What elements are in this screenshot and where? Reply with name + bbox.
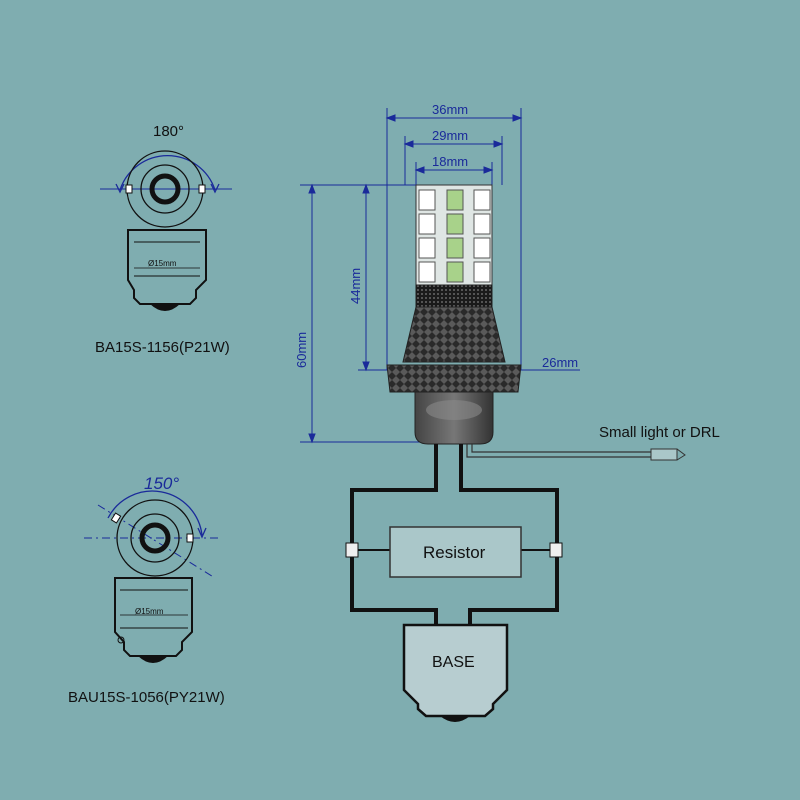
dim-36mm-label: 36mm xyxy=(432,102,468,117)
led-chip-grid xyxy=(418,189,491,283)
bulb-dimension-lines xyxy=(300,108,580,444)
ba15s-angle-label: 180° xyxy=(153,123,184,140)
dim-18mm-label: 18mm xyxy=(432,154,468,169)
bau15s-angle-label: 150° xyxy=(144,474,179,493)
base-label: BASE xyxy=(432,654,475,671)
bau15s-base-outline xyxy=(114,577,193,657)
led-bulb xyxy=(386,184,522,445)
dim-60mm-label: 60mm xyxy=(294,332,309,368)
bau15s-caption: BAU15S-1056(PY21W) xyxy=(68,689,225,706)
resistor-label: Resistor xyxy=(423,543,486,562)
ba15s-socket-drawing: 180° Ø15mm BA15S-1156(P21W) xyxy=(95,123,232,356)
dim-29mm-label: 29mm xyxy=(432,128,468,143)
drl-label: Small light or DRL xyxy=(599,424,720,441)
resistor-box xyxy=(389,526,522,578)
base-socket xyxy=(402,623,509,722)
drl-lead xyxy=(466,444,686,461)
dim-44mm-label: 44mm xyxy=(348,268,363,304)
bau15s-socket-drawing: 150° Ø15mm BAU15S-1056(PY21W) xyxy=(68,474,225,706)
bau15s-diameter-label: Ø15mm xyxy=(135,607,164,616)
ba15s-rotation-arc-icon xyxy=(119,154,216,191)
ba15s-diameter-label: Ø15mm xyxy=(148,259,177,268)
ba15s-base-outline xyxy=(127,229,207,305)
ba15s-caption: BA15S-1156(P21W) xyxy=(95,339,230,356)
dim-26mm-label: 26mm xyxy=(542,355,578,370)
bau15s-rotation-arc-icon xyxy=(107,490,203,536)
